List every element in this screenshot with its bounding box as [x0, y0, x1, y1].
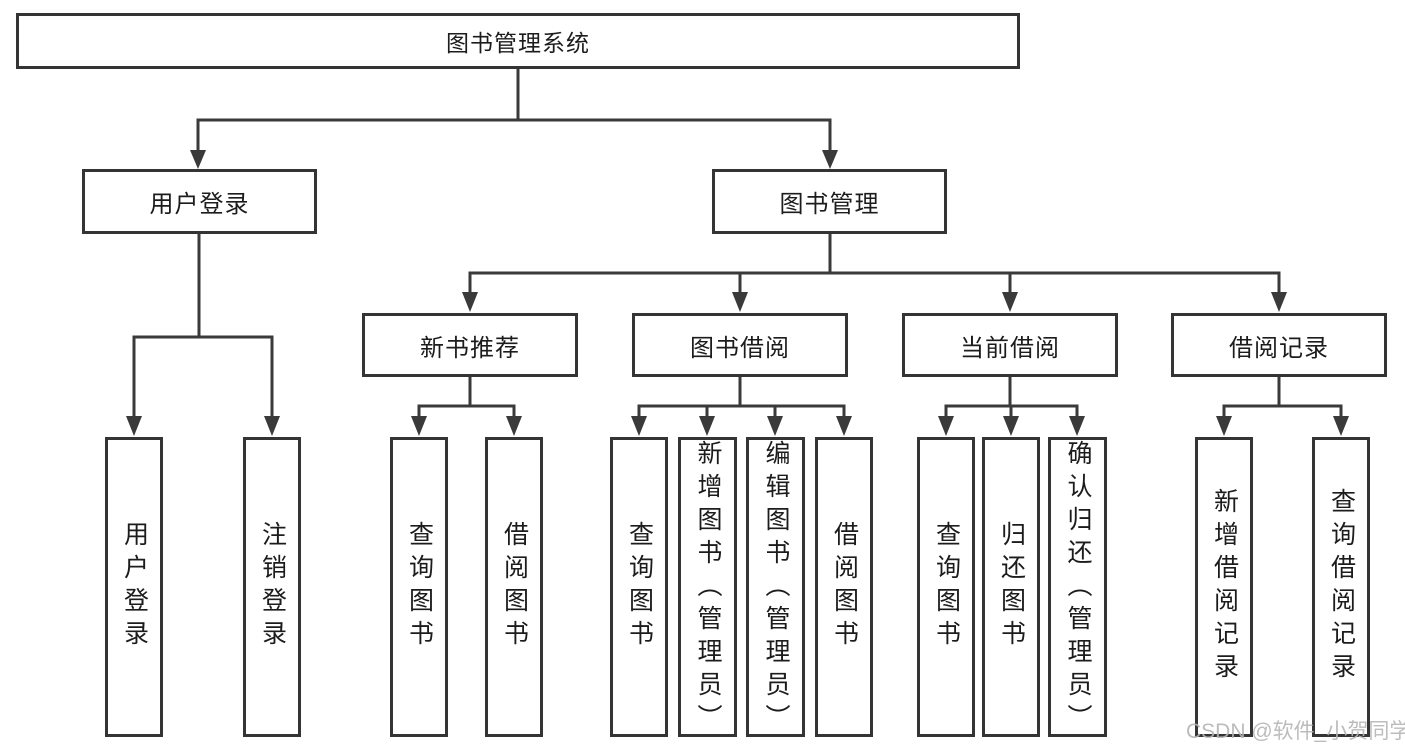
leaf-query-books-3: 查询图书 [917, 437, 975, 737]
node-book-management: 图书管理 [712, 169, 947, 234]
node-root: 图书管理系统 [16, 13, 1020, 69]
node-borrow-records: 借阅记录 [1171, 313, 1387, 377]
node-current-borrow: 当前借阅 [902, 313, 1118, 377]
leaf-user-login: 用户登录 [105, 437, 163, 737]
leaf-query-borrow-record: 查询借阅记录 [1312, 437, 1370, 737]
leaf-borrow-books-1: 借阅图书 [485, 437, 543, 737]
leaf-query-books-2: 查询图书 [610, 437, 668, 737]
node-user-login: 用户登录 [82, 169, 317, 234]
leaf-logout: 注销登录 [243, 437, 301, 737]
leaf-borrow-books-2: 借阅图书 [815, 437, 873, 737]
leaf-add-borrow-record: 新增借阅记录 [1195, 437, 1253, 737]
leaf-edit-books-admin: 编辑图书（管理员） [746, 437, 805, 737]
node-new-book-recommend: 新书推荐 [362, 313, 578, 377]
csdn-watermark: CSDN @软件_小贺同学 [1186, 720, 1405, 743]
leaf-confirm-return-admin: 确认归还（管理员） [1048, 437, 1107, 737]
node-book-borrow: 图书借阅 [632, 313, 848, 377]
leaf-add-books-admin: 新增图书（管理员） [678, 437, 737, 737]
arrowheads [126, 150, 1349, 436]
leaf-return-books: 归还图书 [982, 437, 1040, 737]
leaf-query-books-1: 查询图书 [390, 437, 448, 737]
